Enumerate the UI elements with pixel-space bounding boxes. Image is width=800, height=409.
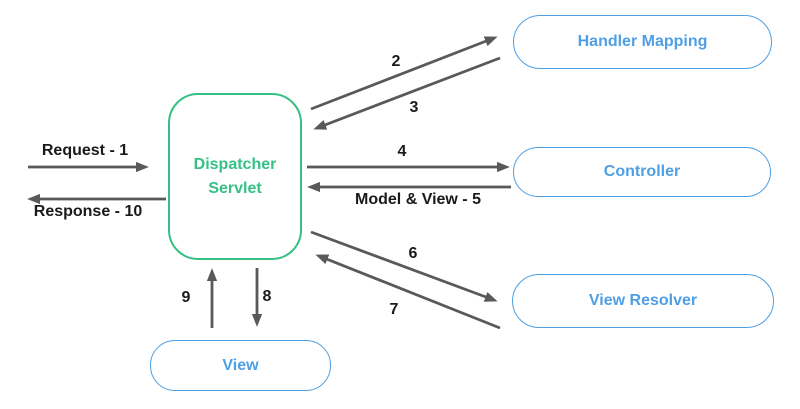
edge-label-6: 6 [408, 245, 418, 262]
edge-label-3: 3 [409, 99, 419, 116]
edge-label-request: Request - 1 [41, 142, 129, 159]
arrow-view-resolver-to-dispatcher [315, 254, 501, 330]
view-node: View [150, 340, 331, 391]
dispatcher-servlet-node: Dispatcher Servlet [168, 93, 302, 260]
handler-mapping-node: Handler Mapping [513, 15, 772, 69]
edge-label-7: 7 [389, 301, 399, 318]
arrow-handler-mapping-to-dispatcher [313, 56, 501, 130]
arrow-dispatcher-to-view-resolver [310, 230, 498, 302]
view-resolver-label: View Resolver [588, 292, 698, 310]
edge-label-9: 9 [181, 289, 191, 306]
edge-label-4: 4 [397, 143, 407, 160]
edge-label-2: 2 [391, 53, 401, 70]
controller-label: Controller [603, 163, 681, 181]
dispatcher-servlet-label: Dispatcher Servlet [193, 156, 277, 197]
arrow-dispatcher-to-handler-mapping [310, 36, 498, 111]
view-resolver-node: View Resolver [512, 274, 774, 328]
handler-mapping-label: Handler Mapping [577, 33, 708, 51]
edge-label-response: Response - 10 [33, 203, 143, 220]
edge-label-model-view-5: Model & View - 5 [355, 191, 481, 208]
edge-label-8: 8 [262, 288, 272, 305]
controller-node: Controller [513, 147, 771, 197]
view-label: View [222, 356, 259, 374]
